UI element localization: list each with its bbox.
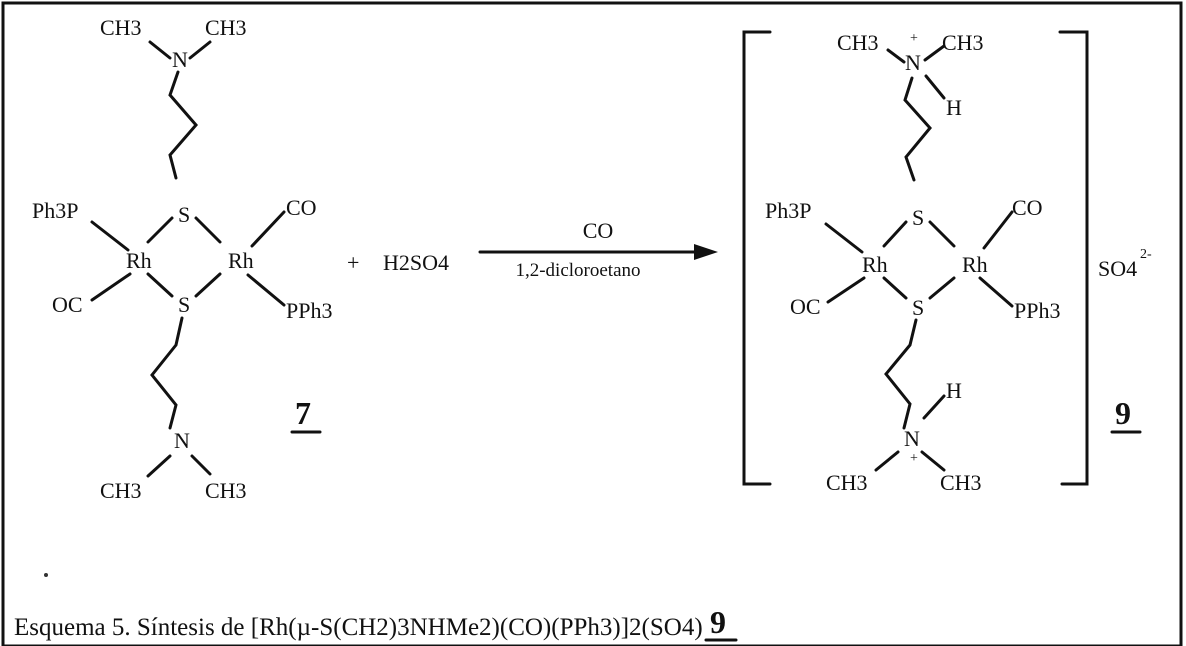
reactant-top-ch3-left: CH3 [100, 15, 142, 40]
reactant-top-n: N [172, 47, 188, 72]
product-bot-plus: + [910, 451, 918, 466]
product-bot-ch3-right: CH3 [940, 470, 982, 495]
acid-reagent: H2SO4 [383, 250, 449, 275]
reactant-rh-left: Rh [126, 248, 152, 273]
product-bot-h: H [946, 378, 962, 403]
left-bracket [742, 30, 772, 486]
reactant-bot-n: N [174, 428, 190, 453]
product-bot-ch3-left: CH3 [826, 470, 868, 495]
counterion: SO4 [1098, 256, 1137, 281]
reactant-rh-right: Rh [228, 248, 254, 273]
product-rh-left: Rh [862, 252, 888, 277]
reactant-s-top: S [178, 202, 190, 227]
plus-sign: + [347, 250, 359, 275]
product-oc: OC [790, 294, 821, 319]
reactant-ph3p: Ph3P [32, 198, 78, 223]
product-top-n: N [905, 50, 921, 75]
product-number: 9 [1115, 395, 1131, 431]
product-top-plus: + [910, 31, 918, 46]
product-ph3p: Ph3P [765, 198, 811, 223]
reactant-oc: OC [52, 292, 83, 317]
arrow-above-label: CO [583, 218, 614, 243]
product-s-top: S [912, 205, 924, 230]
speck-dot [44, 573, 48, 577]
product-top-h: H [946, 95, 962, 120]
reactant-number: 7 [295, 395, 311, 431]
reaction-arrow: CO 1,2-dicloroetano [478, 218, 718, 281]
right-bracket [1058, 30, 1089, 486]
product-structure: CH3 + N CH3 H S S Rh Rh Ph3P CO OC PPh3 … [742, 30, 1152, 495]
reactant-structure: CH3 N CH3 S S Rh Rh Ph3P CO OC PPh3 N CH… [32, 15, 332, 503]
product-bot-n: N [904, 426, 920, 451]
caption-number: 9 [710, 604, 726, 640]
product-pph3: PPh3 [1014, 298, 1060, 323]
reactant-co: CO [286, 195, 317, 220]
reactant-pph3: PPh3 [286, 298, 332, 323]
reactant-top-ch3-right: CH3 [205, 15, 247, 40]
product-co: CO [1012, 195, 1043, 220]
reactant-bot-ch3-right: CH3 [205, 478, 247, 503]
caption-text: Esquema 5. Síntesis de [Rh(µ-S(CH2)3NHMe… [14, 614, 703, 641]
product-top-ch3-right: CH3 [942, 30, 984, 55]
product-top-ch3-left: CH3 [837, 30, 879, 55]
product-rh-right: Rh [962, 252, 988, 277]
counterion-charge: 2- [1140, 247, 1152, 262]
reactant-s-bot: S [178, 292, 190, 317]
reactant-bot-ch3-left: CH3 [100, 478, 142, 503]
arrow-below-label: 1,2-dicloroetano [515, 260, 640, 281]
product-s-bot: S [912, 295, 924, 320]
